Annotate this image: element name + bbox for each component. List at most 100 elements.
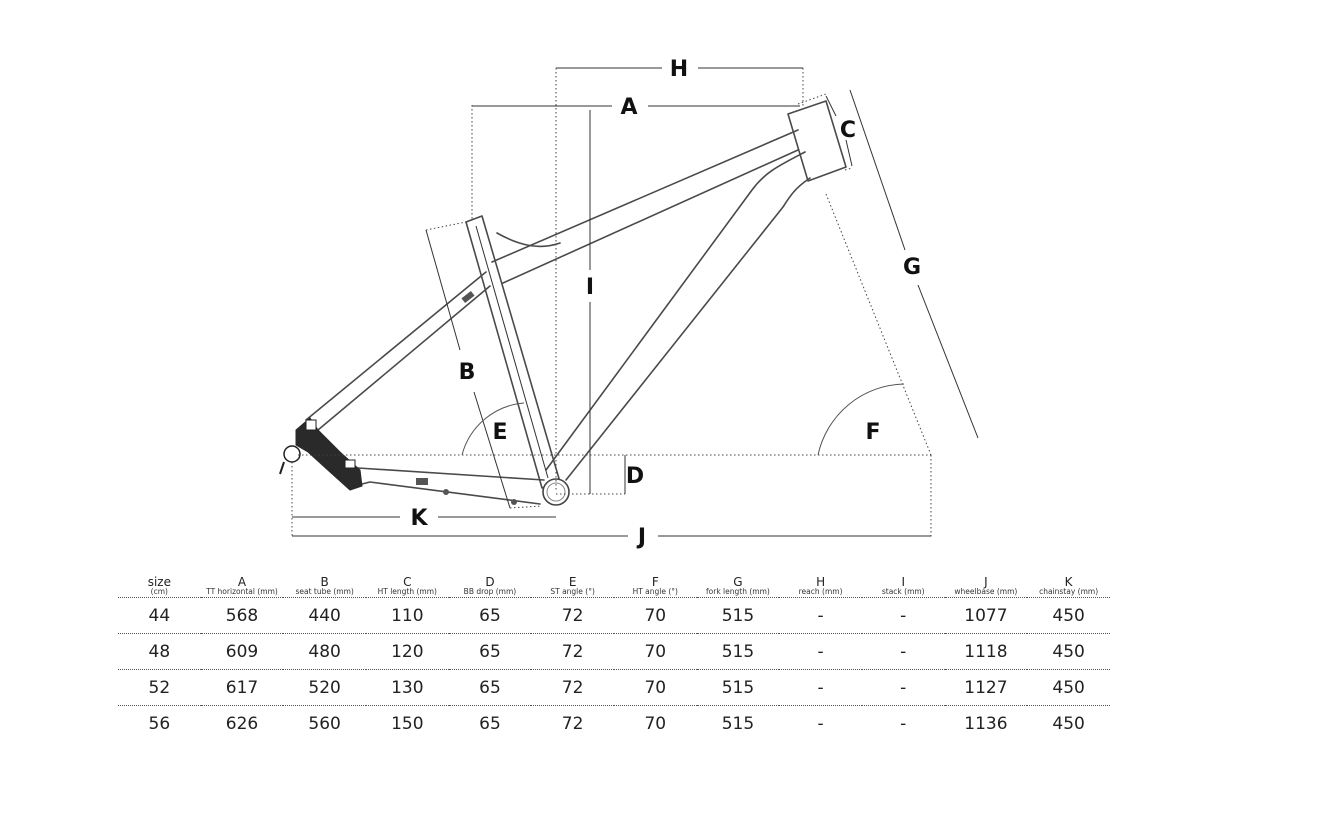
table-cell: 520: [283, 669, 366, 706]
table-cell: -: [861, 597, 945, 634]
column-header-subtitle: (cm): [150, 587, 168, 596]
column-header-subtitle: fork length (mm): [706, 587, 770, 596]
column-header-subtitle: HT length (mm): [377, 587, 437, 596]
table-cell: 70: [613, 597, 697, 634]
table-cell: -: [779, 597, 862, 634]
label-J: J: [636, 525, 646, 550]
table-cell: 515: [696, 633, 780, 670]
column-header-letter: K: [1064, 575, 1073, 589]
column-header-letter: H: [816, 575, 826, 589]
column-header-subtitle: TT horizontal (mm): [206, 587, 278, 596]
bike-frame-geometry-diagram: H A C I G B E F D K J: [279, 57, 979, 550]
seat-angle-arc: [461, 402, 525, 456]
head-tube: [787, 100, 847, 182]
table-cell: 120: [365, 633, 449, 670]
column-header-subtitle: seat tube (mm): [295, 587, 354, 596]
table-cell: 72: [561, 713, 584, 734]
column-header-letter: D: [485, 575, 495, 589]
label-A: A: [620, 95, 637, 120]
column-header-letter: F: [651, 575, 659, 589]
chain-stay: [357, 467, 545, 505]
label-C: C: [840, 118, 856, 143]
table-cell: 56: [148, 713, 171, 734]
table-cell: 1077: [944, 597, 1028, 634]
label-I: I: [586, 275, 594, 300]
table-cell: -: [861, 633, 945, 670]
table-cell: 48: [118, 633, 201, 670]
table-cell: 72: [531, 597, 614, 634]
column-header-subtitle: HT angle (°): [632, 587, 678, 596]
table-cell: 44: [118, 597, 201, 634]
table-cell: 52: [118, 669, 201, 706]
label-D: D: [626, 464, 644, 489]
column-header-letter: C: [403, 575, 412, 589]
column-header-letter: J: [984, 575, 988, 589]
cable-guide: [416, 478, 428, 485]
bolt: [443, 489, 449, 495]
table-cell: 70: [613, 633, 697, 670]
column-header-subtitle: wheelbase (mm): [954, 587, 1018, 596]
seat-stay: [305, 271, 491, 431]
column-header-subtitle: reach (mm): [798, 587, 843, 596]
column-header-letter: B: [320, 575, 329, 589]
table-cell: 70: [613, 669, 697, 706]
column-header-letter: E: [568, 575, 577, 589]
seat-tube-inner-line: [475, 225, 549, 479]
top-tube: [491, 129, 799, 284]
label-G: G: [903, 255, 921, 280]
table-cell: 440: [283, 597, 366, 634]
table-cell: 72: [531, 669, 614, 706]
table-cell: 110: [365, 597, 449, 634]
table-cell: 150: [391, 713, 424, 734]
column-header-subtitle: ST angle (°): [550, 587, 595, 596]
table-cell: 65: [479, 713, 501, 734]
table-cell: 450: [1027, 633, 1110, 670]
table-cell: 450: [1052, 713, 1085, 734]
table-cell: 450: [1027, 597, 1110, 634]
column-header-subtitle: chainstay (mm): [1039, 587, 1099, 596]
column-header-letter: G: [733, 575, 743, 589]
table-cell: -: [779, 633, 862, 670]
top-tube-gusset: [496, 232, 561, 248]
label-B: B: [459, 360, 476, 385]
table-cell: 617: [200, 669, 284, 706]
table-cell: 72: [531, 633, 614, 670]
table-cell: -: [900, 713, 907, 734]
label-F: F: [865, 420, 880, 445]
cable-guide: [461, 290, 475, 304]
label-H: H: [670, 57, 688, 82]
table-cell: 1127: [944, 669, 1028, 706]
seat-tube: [465, 215, 561, 489]
table-cell: 560: [308, 713, 341, 734]
down-tube: [545, 151, 811, 481]
head-angle-arc: [817, 383, 905, 456]
rear-dropout: [279, 417, 363, 491]
column-header-letter: I: [901, 575, 905, 589]
table-cell: 65: [448, 669, 532, 706]
table-cell: 515: [721, 713, 755, 734]
column-header-subtitle: BB drop (mm): [463, 587, 517, 596]
column-header: size(cm): [118, 576, 201, 598]
table-cell: 450: [1027, 669, 1110, 706]
column-header-letter: A: [237, 575, 247, 589]
bike-frame: [279, 100, 847, 506]
bolt: [511, 499, 517, 505]
table-cell: 515: [696, 669, 780, 706]
